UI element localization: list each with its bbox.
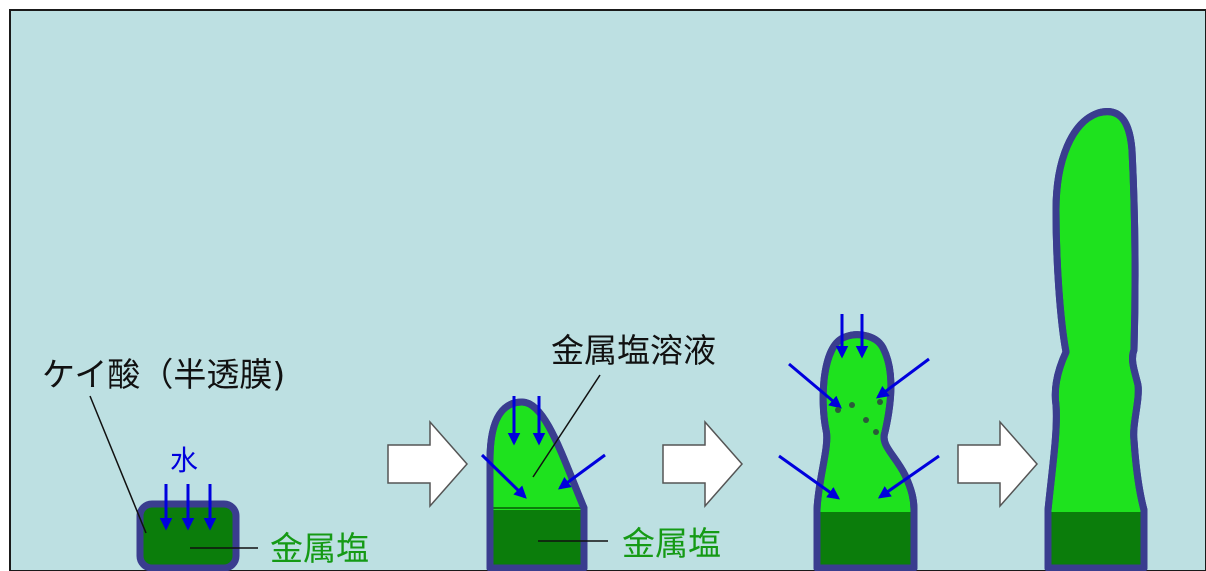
stage-4-tall-chemical-garden [1044, 108, 1148, 571]
water-arrow [877, 454, 940, 499]
silicic-acid-label: ケイ酸（半透膜) [42, 355, 285, 394]
process-arrow-icon [957, 420, 1038, 508]
water-arrow [778, 454, 841, 500]
process-arrow-icon [387, 420, 468, 508]
solution-pointer-line [532, 374, 601, 478]
precipitate-dot [877, 399, 883, 405]
process-arrow-icon [662, 420, 743, 508]
metal-salt-solution-label: 金属塩溶液 [551, 331, 716, 370]
water-arrow [875, 357, 930, 399]
precipitate-dot [835, 407, 841, 413]
water-arrow [480, 453, 527, 499]
stage-2-growing-dome [480, 396, 606, 571]
stage-3-metal-salt [820, 512, 911, 568]
water-arrow [557, 453, 606, 490]
precipitate-dot [849, 402, 855, 408]
metal-salt-label-1: 金属塩 [270, 529, 369, 568]
precipitate-dot [863, 417, 869, 423]
water-label: 水 [170, 444, 198, 477]
stage-4-metal-salt [1051, 512, 1141, 568]
precipitate-dot [873, 429, 879, 435]
stage-3-budding-tube [778, 314, 940, 571]
stage-2-metal-salt [493, 510, 581, 568]
water-arrow [788, 362, 842, 409]
metal-salt-label-2: 金属塩 [622, 524, 721, 563]
silicic-acid-pointer-line [89, 395, 147, 534]
stage-1-membrane-block [136, 484, 240, 571]
